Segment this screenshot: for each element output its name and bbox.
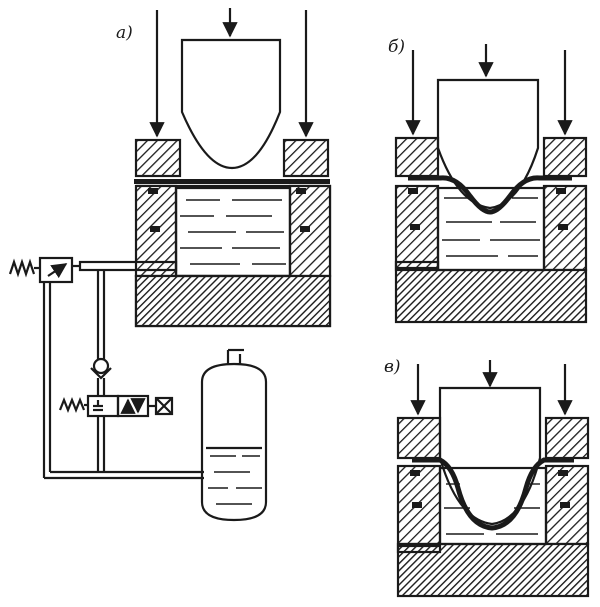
blank-holder-b-right [542,136,588,178]
blank-holder-a-left [134,138,182,178]
sheet-blank-c [412,457,574,531]
sheet-blank-a [134,179,330,184]
seal-c-3 [412,502,422,508]
sheet-blank-b [408,175,572,215]
valve-spring-symbol [58,397,86,413]
hydraulic-circuit [8,256,268,522]
cavity-c [438,466,548,546]
inlet-b [394,260,440,270]
seal-a-3 [150,226,160,232]
seal-a-2 [296,188,306,194]
punch-a [180,38,282,170]
panel-c-label: в) [384,357,401,377]
cavity-b [436,186,546,272]
solenoid-valve-symbol [86,394,174,418]
container-b-base [394,268,588,324]
liquid-b [442,197,540,257]
panel-c: в) [384,357,590,598]
gas-accumulator-symbol [200,348,268,522]
blank-holder-c-left [396,416,442,460]
panel-b-label: б) [388,37,405,57]
punch-b [436,78,540,210]
panel-a: а) [78,8,332,328]
blank-holder-b-left [394,136,440,178]
check-valve-symbol [92,357,110,375]
seal-c-2 [558,470,568,476]
container-a-base [134,274,332,328]
seal-b-4 [558,224,568,230]
punch-c [438,386,542,526]
seal-c-4 [560,502,570,508]
liquid-a [180,199,286,265]
blank-holder-a-right [282,138,330,178]
cavity-a [174,186,292,278]
seal-c-1 [410,470,420,476]
inlet-c [396,544,442,554]
seal-b-3 [410,224,420,230]
blank-holder-c-right [544,416,590,460]
seal-a-1 [148,188,158,194]
seal-a-4 [300,226,310,232]
panel-a-label: а) [116,23,133,43]
panel-b: б) [388,37,588,324]
relief-valve-arrow [47,263,68,279]
relief-valve [38,256,74,284]
seal-b-1 [408,188,418,194]
seal-b-2 [556,188,566,194]
spring-symbol [8,258,36,278]
